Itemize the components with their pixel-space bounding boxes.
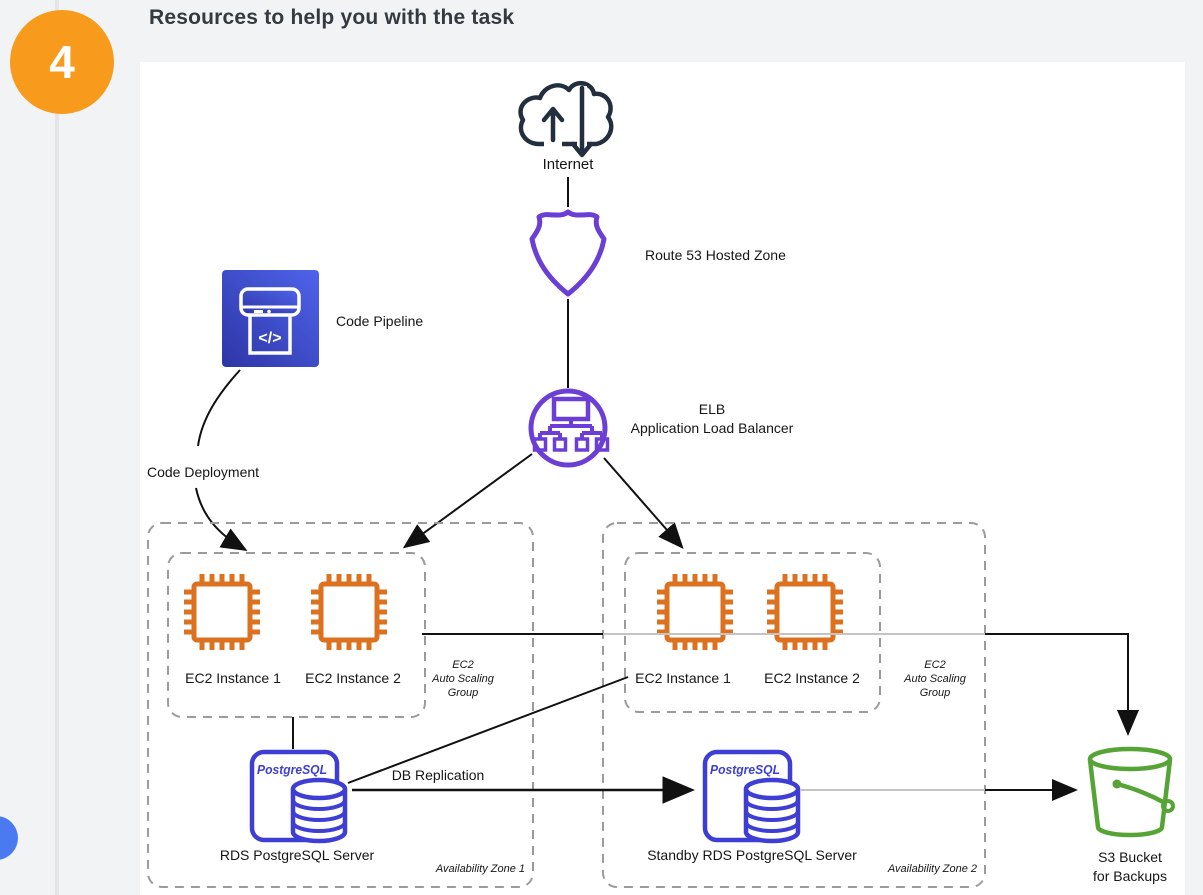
db-replication-label: DB Replication (392, 767, 485, 783)
code-deployment-arrow-upper (197, 369, 241, 447)
svg-text:Auto Scaling: Auto Scaling (431, 673, 495, 685)
s3-label-line2: for Backups (1093, 868, 1167, 884)
zone1-db-label: RDS PostgreSQL Server (220, 847, 375, 863)
zone2-instance1-label: EC2 Instance 1 (635, 670, 731, 686)
zone1-instance2-label: EC2 Instance 2 (305, 670, 401, 686)
code-glyph-text: </> (258, 330, 281, 347)
chat-avatar-partial (0, 816, 18, 860)
ec2-chip-icon (767, 574, 843, 650)
architecture-diagram: Internet Route 53 Hosted Zone ELB Applic… (147, 81, 1175, 888)
code-pipeline-icon: </> (222, 270, 319, 367)
elb-label-line1: ELB (699, 401, 725, 417)
elb-icon (528, 388, 610, 468)
route53-label: Route 53 Hosted Zone (645, 247, 786, 263)
ec2-chip-icon (657, 574, 733, 650)
zone2-label: Availability Zone 2 (887, 863, 977, 875)
internet-icon (518, 81, 614, 158)
timeline-line (55, 0, 59, 895)
zone2-box (602, 522, 986, 888)
standby-rds-postgresql-icon: PostgreSQL (705, 752, 798, 841)
ec2-chip-icon (184, 574, 260, 650)
step-badge: 4 (10, 10, 114, 114)
svg-text:EC2: EC2 (924, 659, 945, 671)
zone1-asg-label: EC2 Auto Scaling Group (431, 659, 495, 699)
zone1-asg-box (167, 552, 426, 718)
zone1-box (147, 522, 534, 888)
zone2-asg-label: EC2 Auto Scaling Group (903, 659, 967, 699)
svg-text:EC2: EC2 (452, 659, 473, 671)
rds-postgresql-icon: PostgreSQL (252, 752, 345, 841)
svg-text:Group: Group (448, 687, 479, 699)
zone2-db-label: Standby RDS PostgreSQL Server (647, 847, 857, 863)
rds-icon-text: PostgreSQL (710, 763, 780, 777)
svg-text:Auto Scaling: Auto Scaling (903, 673, 967, 685)
code-deployment-label: Code Deployment (147, 464, 259, 480)
s3-bucket-icon (1087, 746, 1175, 838)
rds1-to-zone2-line (347, 676, 629, 784)
resources-card: Internet Route 53 Hosted Zone ELB Applic… (140, 62, 1185, 895)
svg-text:Group: Group (920, 687, 951, 699)
rds-icon-text: PostgreSQL (257, 763, 327, 777)
zone1-label: Availability Zone 1 (435, 863, 525, 875)
internet-label: Internet (543, 156, 595, 173)
zone2-asg-box (624, 552, 881, 713)
ec2-chip-icon (311, 574, 387, 650)
elb-to-zone1-arrow (402, 453, 533, 549)
zone1-instance1-label: EC2 Instance 1 (185, 670, 281, 686)
code-pipeline-label: Code Pipeline (336, 313, 423, 329)
step-number: 4 (49, 36, 75, 88)
code-deployment-arrow-lower (195, 487, 248, 552)
route53-shield-icon (529, 209, 607, 297)
s3-label-line1: S3 Bucket (1098, 849, 1162, 865)
elb-to-zone2-arrow (603, 457, 684, 550)
zone2-instance2-label: EC2 Instance 2 (764, 670, 860, 686)
ec2-to-s3-arrow (985, 633, 1139, 736)
elb-label-line2: Application Load Balancer (631, 420, 794, 436)
page-title: Resources to help you with the task (149, 6, 515, 29)
